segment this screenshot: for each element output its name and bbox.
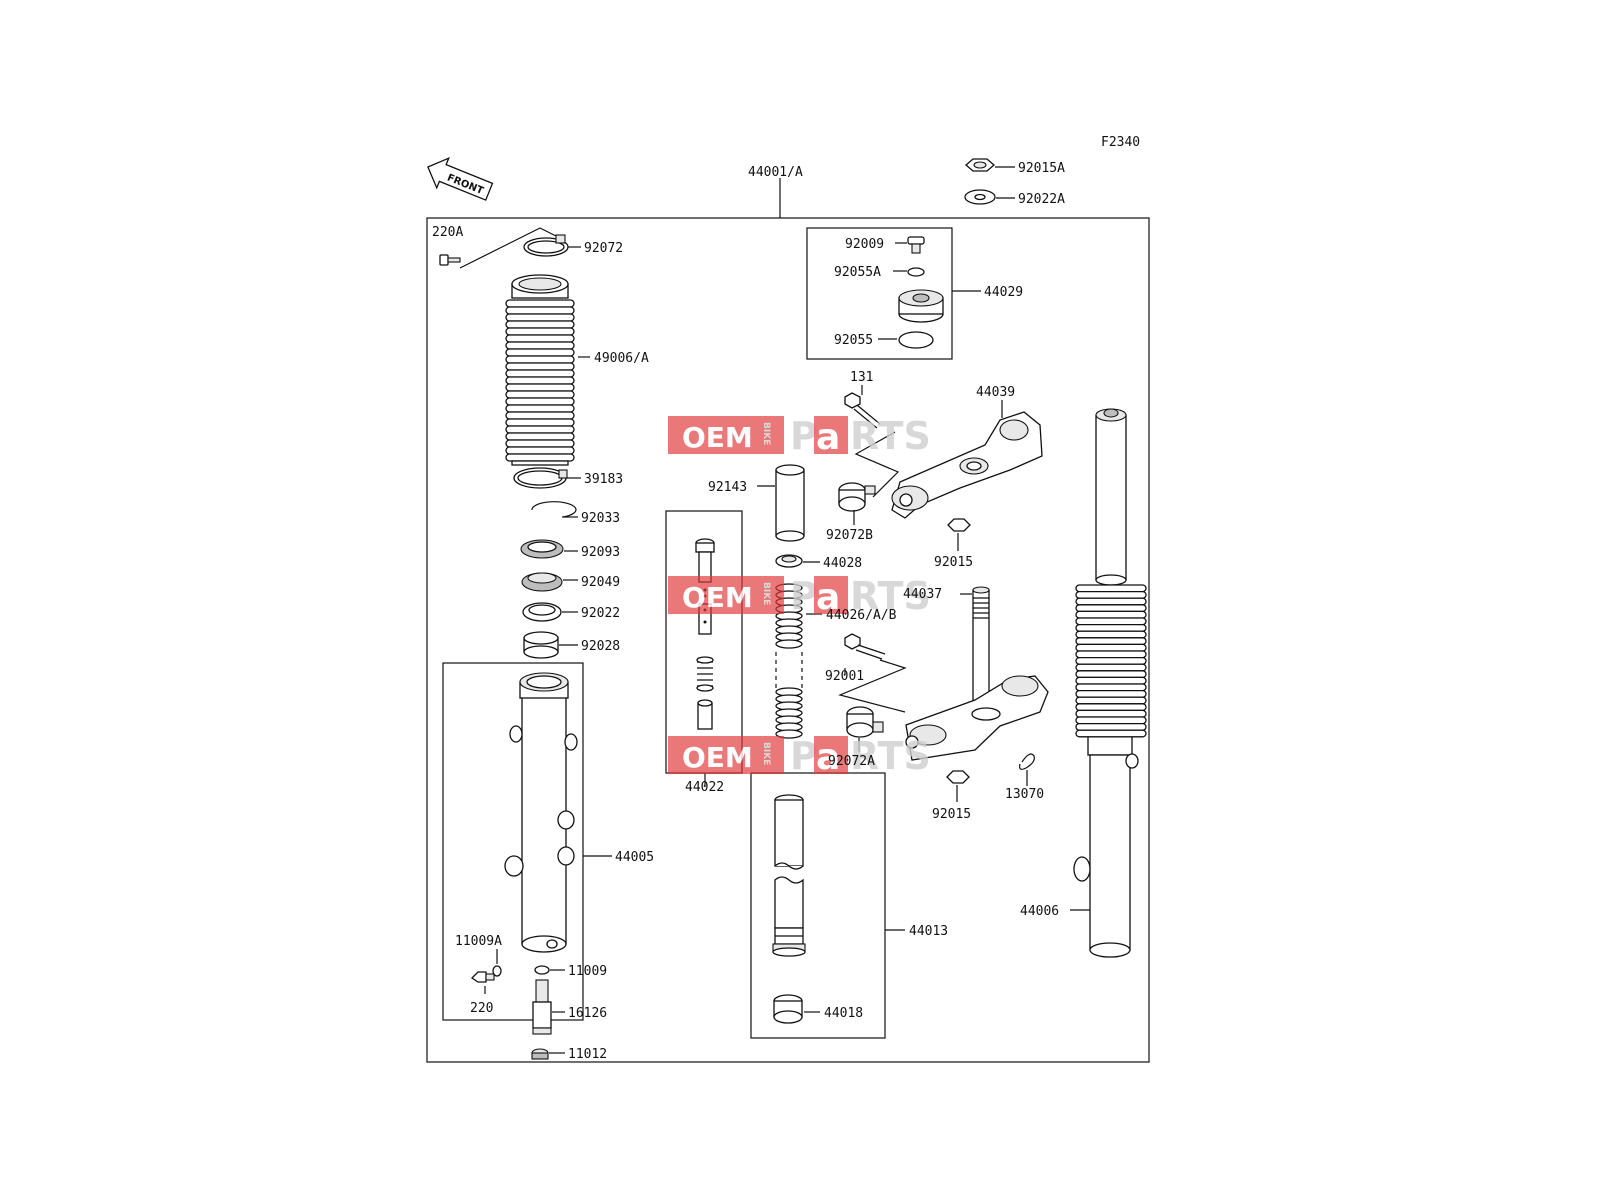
bolt-131 bbox=[844, 392, 881, 429]
oring-92055A bbox=[907, 267, 925, 277]
clamp-92072 bbox=[523, 234, 569, 257]
callout-44028: 44028 bbox=[823, 556, 862, 571]
washer-44028 bbox=[775, 554, 803, 568]
callout-44037: 44037 bbox=[903, 587, 942, 602]
diagram-code: F2340 bbox=[1101, 135, 1140, 150]
upper-bracket-44039 bbox=[891, 411, 1043, 519]
clamp-39183 bbox=[513, 467, 568, 489]
svg-text:OEM: OEM bbox=[682, 581, 753, 614]
bushing-44018 bbox=[773, 994, 803, 1024]
cap-11012 bbox=[531, 1048, 549, 1060]
fork-spring-44026 bbox=[775, 583, 803, 739]
callout-92015-lower: 92015 bbox=[932, 807, 971, 822]
callout-13070: 13070 bbox=[1005, 787, 1044, 802]
clip-13070 bbox=[1019, 753, 1035, 770]
svg-text:BIKE: BIKE bbox=[761, 422, 771, 445]
callout-92055: 92055 bbox=[834, 333, 873, 348]
steering-stem-44037 bbox=[905, 586, 1049, 761]
valve-16126 bbox=[532, 979, 552, 1035]
screw-92009 bbox=[907, 236, 925, 254]
clamp-92072A bbox=[846, 706, 884, 738]
svg-text:OEM: OEM bbox=[682, 741, 753, 774]
fork-cap bbox=[898, 289, 944, 323]
svg-text:BIKE: BIKE bbox=[761, 582, 771, 605]
washer-92022A bbox=[964, 189, 996, 205]
callout-92022: 92022 bbox=[581, 606, 620, 621]
callout-92015A: 92015A bbox=[1018, 161, 1065, 176]
svg-text:RTS: RTS bbox=[850, 574, 931, 618]
svg-text:RTS: RTS bbox=[850, 734, 931, 778]
callout-92028: 92028 bbox=[581, 639, 620, 654]
cap-subassembly-frame bbox=[806, 227, 953, 360]
inner-tube-frame bbox=[750, 772, 886, 1039]
svg-text:a: a bbox=[816, 737, 840, 778]
fork-boot-49006A bbox=[505, 274, 575, 466]
watermark: OEM BIKE P a RTS OEM BIKE P a RTS OEM BI… bbox=[668, 414, 931, 778]
svg-text:RTS: RTS bbox=[850, 414, 931, 458]
clip-92033 bbox=[531, 501, 577, 518]
bolt-220 bbox=[470, 971, 495, 983]
oring-92055 bbox=[898, 331, 934, 349]
callout-92009: 92009 bbox=[845, 237, 884, 252]
svg-text:P: P bbox=[790, 574, 818, 618]
callout-11009A: 11009A bbox=[455, 934, 502, 949]
callout-44001A: 44001/A bbox=[748, 165, 803, 180]
callout-44013: 44013 bbox=[909, 924, 948, 939]
callout-44026AB: 44026/A/B bbox=[826, 608, 897, 623]
callout-92072B: 92072B bbox=[826, 528, 873, 543]
nut-92015A bbox=[965, 158, 995, 172]
callout-92093: 92093 bbox=[581, 545, 620, 560]
callout-44022: 44022 bbox=[685, 780, 724, 795]
svg-text:BIKE: BIKE bbox=[761, 742, 771, 765]
callout-16126: 16126 bbox=[568, 1006, 607, 1021]
callout-92055A: 92055A bbox=[834, 265, 881, 280]
callout-92072: 92072 bbox=[584, 241, 623, 256]
seal-92093 bbox=[520, 539, 564, 559]
callout-44005: 44005 bbox=[615, 850, 654, 865]
callout-220A: 220A bbox=[432, 225, 463, 240]
callout-92022A: 92022A bbox=[1018, 192, 1065, 207]
nut-92015-upper bbox=[947, 518, 971, 532]
callout-44039: 44039 bbox=[976, 385, 1015, 400]
callout-92072A: 92072A bbox=[828, 754, 875, 769]
outer-tube-44005 bbox=[504, 672, 578, 953]
svg-text:a: a bbox=[816, 577, 840, 618]
svg-text:P: P bbox=[790, 414, 818, 458]
callout-92033: 92033 bbox=[581, 511, 620, 526]
svg-text:OEM: OEM bbox=[682, 421, 753, 454]
callout-11009: 11009 bbox=[568, 964, 607, 979]
callout-92143: 92143 bbox=[708, 480, 747, 495]
callout-92015-upper: 92015 bbox=[934, 555, 973, 570]
svg-text:P: P bbox=[790, 734, 818, 778]
washer-11009 bbox=[534, 965, 550, 975]
callout-131: 131 bbox=[850, 370, 873, 385]
spacer-92143 bbox=[775, 464, 805, 542]
callout-44006: 44006 bbox=[1020, 904, 1059, 919]
bolt-92001 bbox=[844, 633, 886, 660]
bushing-92028 bbox=[523, 631, 559, 659]
bushing-92049 bbox=[521, 572, 563, 592]
callout-220: 220 bbox=[470, 1001, 493, 1016]
callout-92049: 92049 bbox=[581, 575, 620, 590]
callout-11012: 11012 bbox=[568, 1047, 607, 1062]
front-arrow-icon: FRONT bbox=[427, 156, 494, 201]
callout-92001: 92001 bbox=[825, 669, 864, 684]
callout-44029: 44029 bbox=[984, 285, 1023, 300]
washer-92022 bbox=[522, 602, 562, 622]
callout-44018: 44018 bbox=[824, 1006, 863, 1021]
clamp-92072B bbox=[838, 482, 876, 512]
svg-text:a: a bbox=[816, 417, 840, 458]
assembly-frame bbox=[426, 217, 1150, 1063]
callout-39183: 39183 bbox=[584, 472, 623, 487]
inner-tube-44013 bbox=[772, 794, 806, 957]
callout-49006A: 49006/A bbox=[594, 351, 649, 366]
bolt-220A bbox=[439, 254, 461, 266]
washer-11009A bbox=[492, 965, 502, 977]
callout-labels: 44001/A 92015A 92022A 220A 92072 92009 9… bbox=[432, 161, 1065, 1062]
fork-assembly-44006 bbox=[1073, 408, 1147, 958]
outer-tube-frame bbox=[442, 662, 584, 1021]
damper-rod-44022 bbox=[695, 538, 715, 730]
nut-92015-lower bbox=[946, 770, 970, 784]
